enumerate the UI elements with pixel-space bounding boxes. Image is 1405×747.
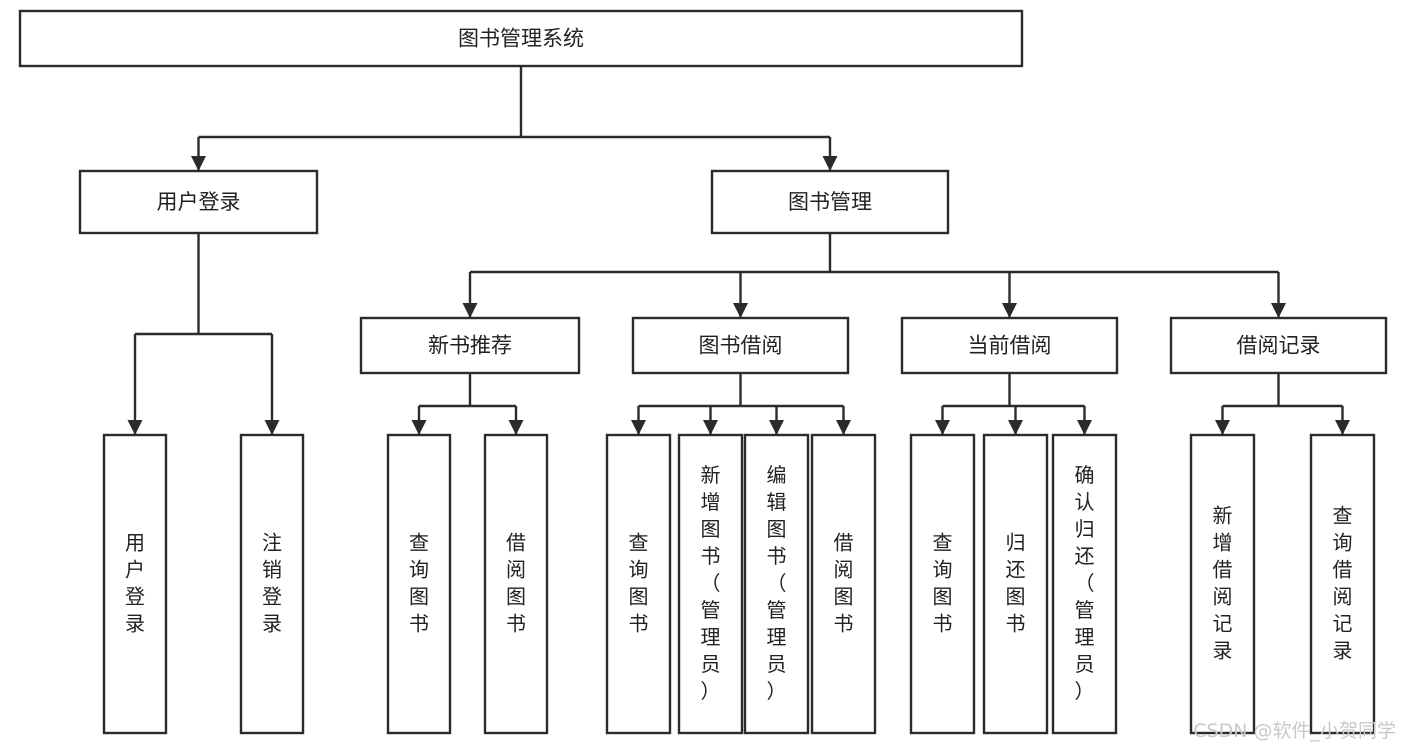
node-box-leaf-confirm-return[interactable] xyxy=(1051,433,1118,735)
node-leaf-user-login[interactable]: 用户登录 xyxy=(102,433,168,735)
node-label-leaf-confirm-return: 确认归还（管理员） xyxy=(1075,463,1095,703)
node-leaf-query-borrow-record[interactable]: 查询借阅记录 xyxy=(1309,433,1376,735)
arrow-head-icon xyxy=(1335,420,1350,435)
node-box-leaf-query-book-recommend[interactable] xyxy=(386,433,452,735)
node-box-leaf-query-book-borrow[interactable] xyxy=(605,433,672,735)
arrow-head-icon xyxy=(462,303,478,318)
node-label-leaf-logout: 注销登录 xyxy=(262,530,282,635)
node-user-login[interactable]: 用户登录 xyxy=(78,169,319,235)
node-leaf-confirm-return[interactable]: 确认归还（管理员） xyxy=(1051,433,1118,735)
node-box-leaf-add-book[interactable] xyxy=(677,433,744,735)
node-leaf-borrow-book-recommend[interactable]: 借阅图书 xyxy=(483,433,549,735)
arrow-head-icon xyxy=(1002,303,1017,318)
node-box-book-borrow[interactable] xyxy=(631,316,850,375)
node-box-borrow-record[interactable] xyxy=(1169,316,1388,375)
node-label-leaf-borrow-book: 借阅图书 xyxy=(834,530,854,635)
arrow-head-icon xyxy=(191,156,206,171)
node-new-book-recommend[interactable]: 新书推荐 xyxy=(359,316,581,375)
node-root[interactable]: 图书管理系统 xyxy=(18,9,1024,68)
node-label-root: 图书管理系统 xyxy=(458,27,584,51)
node-label-leaf-query-book-recommend: 查询图书 xyxy=(409,530,429,635)
node-label-current-borrow: 当前借阅 xyxy=(968,334,1052,358)
arrow-head-icon xyxy=(822,156,838,171)
node-label-leaf-add-book: 新增图书（管理员） xyxy=(701,463,721,703)
node-box-leaf-edit-book[interactable] xyxy=(743,433,810,735)
arrow-head-icon xyxy=(1077,420,1092,435)
node-leaf-add-book[interactable]: 新增图书（管理员） xyxy=(677,433,744,735)
arrow-head-icon xyxy=(935,420,950,435)
connector-current-borrow-bus xyxy=(935,373,1092,435)
arrow-head-icon xyxy=(508,420,524,435)
arrow-head-icon xyxy=(769,420,784,435)
node-box-user-login[interactable] xyxy=(78,169,319,235)
node-label-leaf-edit-book: 编辑图书（管理员） xyxy=(767,463,787,703)
node-label-leaf-add-borrow-record: 新增借阅记录 xyxy=(1213,503,1233,662)
node-box-leaf-query-borrow-record[interactable] xyxy=(1309,433,1376,735)
node-label-leaf-user-login: 用户登录 xyxy=(125,530,145,635)
connector-borrow-record-bus xyxy=(1215,373,1350,435)
csdn-watermark: CSDN @软件_小贺同学 xyxy=(1193,720,1396,742)
node-label-leaf-query-borrow-record: 查询借阅记录 xyxy=(1333,503,1353,662)
node-leaf-return-book[interactable]: 归还图书 xyxy=(982,433,1049,735)
arrow-head-icon xyxy=(1215,420,1230,435)
connector-layer xyxy=(127,66,1350,435)
node-box-current-borrow[interactable] xyxy=(900,316,1119,375)
connector-book-borrow-bus xyxy=(631,373,851,435)
arrow-head-icon xyxy=(631,420,646,435)
connector-user-login-bus xyxy=(127,233,280,435)
node-box-root[interactable] xyxy=(18,9,1024,68)
node-leaf-edit-book[interactable]: 编辑图书（管理员） xyxy=(743,433,810,735)
node-box-new-book-recommend[interactable] xyxy=(359,316,581,375)
arrow-head-icon xyxy=(703,420,718,435)
node-leaf-borrow-book[interactable]: 借阅图书 xyxy=(810,433,877,735)
node-borrow-record[interactable]: 借阅记录 xyxy=(1169,316,1388,375)
node-book-borrow[interactable]: 图书借阅 xyxy=(631,316,850,375)
node-leaf-logout[interactable]: 注销登录 xyxy=(239,433,305,735)
node-box-leaf-borrow-book-recommend[interactable] xyxy=(483,433,549,735)
arrow-head-icon xyxy=(733,303,748,318)
node-book-management[interactable]: 图书管理 xyxy=(710,169,950,235)
node-label-book-management: 图书管理 xyxy=(788,190,872,214)
node-leaf-query-book-current[interactable]: 查询图书 xyxy=(909,433,976,735)
node-label-leaf-return-book: 归还图书 xyxy=(1006,530,1026,635)
arrow-head-icon xyxy=(411,420,427,435)
node-box-leaf-return-book[interactable] xyxy=(982,433,1049,735)
node-box-leaf-query-book-current[interactable] xyxy=(909,433,976,735)
node-box-leaf-user-login[interactable] xyxy=(102,433,168,735)
connector-book-management-bus xyxy=(462,233,1286,318)
arrow-head-icon xyxy=(264,420,280,435)
arrow-head-icon xyxy=(127,420,143,435)
arrow-head-icon xyxy=(836,420,851,435)
node-label-new-book-recommend: 新书推荐 xyxy=(428,334,512,358)
arrow-head-icon xyxy=(1271,303,1286,318)
node-leaf-query-book-recommend[interactable]: 查询图书 xyxy=(386,433,452,735)
node-label-user-login: 用户登录 xyxy=(157,190,241,214)
node-label-leaf-borrow-book-recommend: 借阅图书 xyxy=(506,530,526,635)
node-leaf-add-borrow-record[interactable]: 新增借阅记录 xyxy=(1189,433,1256,735)
connector-new-book-recommend-bus xyxy=(411,373,524,435)
node-box-leaf-logout[interactable] xyxy=(239,433,305,735)
node-label-leaf-query-book-current: 查询图书 xyxy=(933,530,953,635)
node-current-borrow[interactable]: 当前借阅 xyxy=(900,316,1119,375)
connector-root-bus xyxy=(191,66,838,171)
node-label-borrow-record: 借阅记录 xyxy=(1237,334,1321,358)
arrow-head-icon xyxy=(1008,420,1023,435)
node-box-book-management[interactable] xyxy=(710,169,950,235)
node-leaf-query-book-borrow[interactable]: 查询图书 xyxy=(605,433,672,735)
node-layer: 图书管理系统用户登录图书管理新书推荐图书借阅当前借阅借阅记录用户登录注销登录查询… xyxy=(18,9,1388,735)
node-label-leaf-query-book-borrow: 查询图书 xyxy=(629,530,649,635)
node-box-leaf-borrow-book[interactable] xyxy=(810,433,877,735)
node-box-leaf-add-borrow-record[interactable] xyxy=(1189,433,1256,735)
node-label-book-borrow: 图书借阅 xyxy=(699,334,783,358)
